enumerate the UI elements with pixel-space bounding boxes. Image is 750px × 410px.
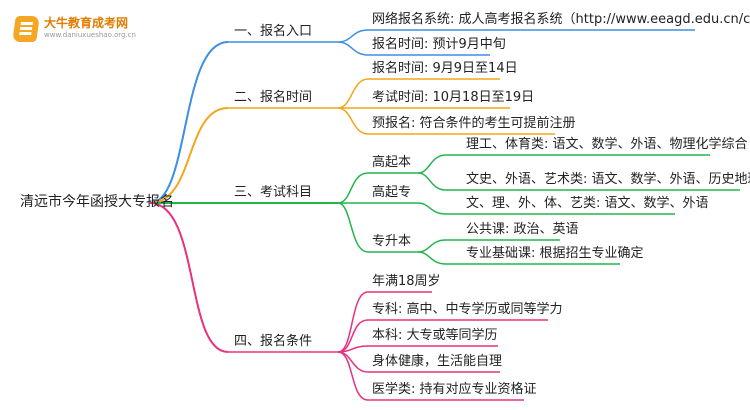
branch-4-label: 四、报名条件 (234, 334, 313, 349)
branch-3-group-1-label: 高起本 (372, 155, 412, 170)
branch-3-group-3-item-2: 专业基础课: 根据招生专业确定 (466, 246, 644, 261)
branch-4-item-2: 专科: 高中、中专学历或同等学力 (372, 302, 563, 317)
branch-3-group-1-item-2: 文史、外语、艺术类: 语文、数学、外语、历史地理综合 (466, 172, 750, 187)
connector-group-1-item-2 (417, 172, 740, 191)
connector-branch-3-group-1 (337, 172, 418, 204)
branch-1-label: 一、报名入口 (234, 24, 313, 39)
connector-root-branch-2 (149, 107, 229, 204)
branch-4-item-5: 医学类: 持有对应专业资格证 (372, 382, 537, 397)
connector-branch-1-item-2 (337, 41, 490, 56)
branch-4-item-4: 身体健康，生活能自理 (372, 354, 503, 369)
branch-3-group-3-item-1: 公共课: 政治、英语 (466, 222, 579, 237)
connector-branch-3-group-3 (337, 202, 418, 253)
branch-3-label: 三、考试科目 (234, 185, 313, 200)
connector-group-1-item-1 (417, 154, 710, 174)
connector-branch-1-item-1 (337, 29, 695, 43)
branch-2-item-1: 报名时间: 9月9日至14日 (372, 61, 518, 76)
connector-root-branch-1 (149, 41, 229, 204)
logo-name: 大牛教育成考网 (44, 16, 129, 30)
connector-branch-4-item-2 (337, 319, 548, 353)
branch-4-item-3: 本科: 大专或等同学历 (372, 328, 498, 343)
connector-group-2-item-1 (417, 202, 675, 215)
connector-branch-2-item-1 (337, 78, 500, 109)
connector-group-3-item-2 (417, 251, 620, 265)
branch-3-group-2-item-1: 文、理、外、体、艺类: 语文、数学、外语 (466, 196, 709, 211)
connector-branch-2-item-3 (337, 107, 555, 135)
branch-3-group-3-label: 专升本 (372, 234, 412, 249)
branch-3-group-2-label: 高起专 (372, 185, 412, 200)
connector-group-3-item-1 (417, 239, 560, 253)
site-logo: 大牛教育成考网 www.daniuxueshao.org.cn (12, 12, 154, 46)
branch-1-item-2: 报名时间: 预计9月中旬 (372, 37, 506, 52)
connector-root-branch-4 (149, 202, 229, 353)
branch-2-label: 二、报名时间 (234, 90, 313, 105)
connector-branch-4-item-3 (337, 345, 498, 353)
branch-2-item-2: 考试时间: 10月18日至19日 (372, 90, 535, 105)
logo-url: www.daniuxueshao.org.cn (44, 31, 136, 39)
branch-4-item-1: 年满18周岁 (372, 274, 441, 289)
branch-1-item-1: 网络报名系统: 成人高考报名系统（http://www.eeagd.edu.cn… (372, 12, 750, 27)
connector-branch-4-item-1 (337, 291, 432, 353)
connector-branch-4-item-5 (337, 351, 524, 401)
branch-3-group-1-item-1: 理工、体育类: 语文、数学、外语、物理化学综合 (466, 137, 748, 152)
branch-2-item-3: 预报名: 符合条件的考生可提前注册 (372, 116, 576, 131)
root-topic: 清远市今年函授大专报名 (20, 194, 174, 210)
